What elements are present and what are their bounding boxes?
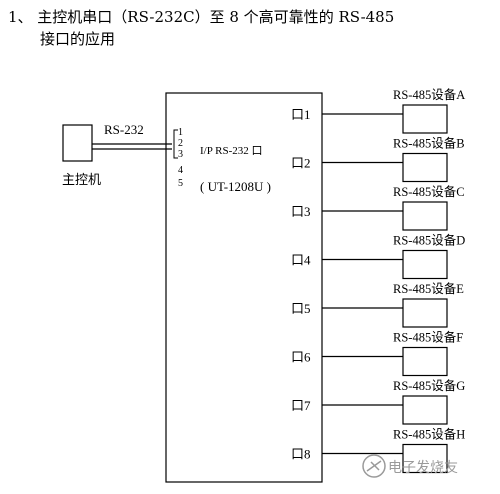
host-label: 主控机 — [62, 172, 101, 187]
port-label: 口6 — [291, 350, 311, 365]
rs485-device-label: RS-485设备A — [393, 87, 465, 102]
watermark: 电子发烧友 — [362, 454, 458, 478]
port-label: 口3 — [291, 204, 311, 219]
heading-line-2: 接口的应用 — [40, 30, 116, 48]
watermark-logo-mark-icon — [366, 460, 382, 472]
rs485-device-label: RS-485设备H — [393, 427, 465, 442]
rs485-device-box — [402, 104, 448, 134]
rs485-device-label: RS-485设备C — [393, 184, 465, 199]
port-label: 口2 — [291, 156, 311, 171]
host-box — [62, 124, 93, 162]
port-label: 口5 — [291, 301, 311, 316]
watermark-logo-icon — [362, 454, 386, 478]
rs485-device-box — [402, 346, 448, 377]
rs232-link-label: RS-232 — [104, 122, 144, 137]
rs485-device-box — [402, 249, 448, 280]
pin-number: 5 — [178, 178, 183, 189]
pin-number: 1 — [178, 127, 183, 138]
port-label: 口1 — [291, 107, 311, 122]
rs485-device-box — [402, 395, 448, 425]
pin-number: 4 — [178, 165, 183, 176]
rs485-device-label: RS-485设备B — [393, 136, 465, 151]
rs485-device-box — [402, 298, 448, 328]
converter-model: ( UT-1208U ) — [200, 179, 271, 194]
rs485-device-box — [402, 443, 448, 474]
watermark-text: 电子发烧友 — [388, 460, 458, 476]
rs485-device-box — [402, 152, 448, 183]
pin-number: 2 — [178, 138, 183, 149]
converter-box — [165, 92, 323, 483]
port-rows: 口1RS-485设备A口2RS-485设备B口3RS-485设备C口4RS-48… — [291, 87, 465, 474]
heading: 1、 主控机串口（RS-232C）至 8 个高可靠性的 RS-485 接口的应用 — [8, 6, 488, 50]
port-label: 口4 — [291, 253, 311, 268]
rs485-device-label: RS-485设备F — [393, 330, 463, 345]
converter-title: I/P RS-232 口 — [200, 145, 263, 157]
heading-line-1: 1、 主控机串口（RS-232C）至 8 个高可靠性的 RS-485 — [8, 8, 395, 26]
port-label: 口7 — [291, 398, 311, 413]
rs485-device-label: RS-485设备E — [393, 281, 464, 296]
port-label: 口8 — [291, 447, 311, 462]
rs485-device-box — [402, 201, 448, 231]
pin-bracket — [173, 129, 178, 159]
pin-number: 3 — [178, 149, 183, 160]
rs485-device-label: RS-485设备D — [393, 233, 465, 248]
pin-numbers: 1 2 3 4 5 — [178, 127, 183, 189]
rs485-device-label: RS-485设备G — [393, 378, 465, 393]
